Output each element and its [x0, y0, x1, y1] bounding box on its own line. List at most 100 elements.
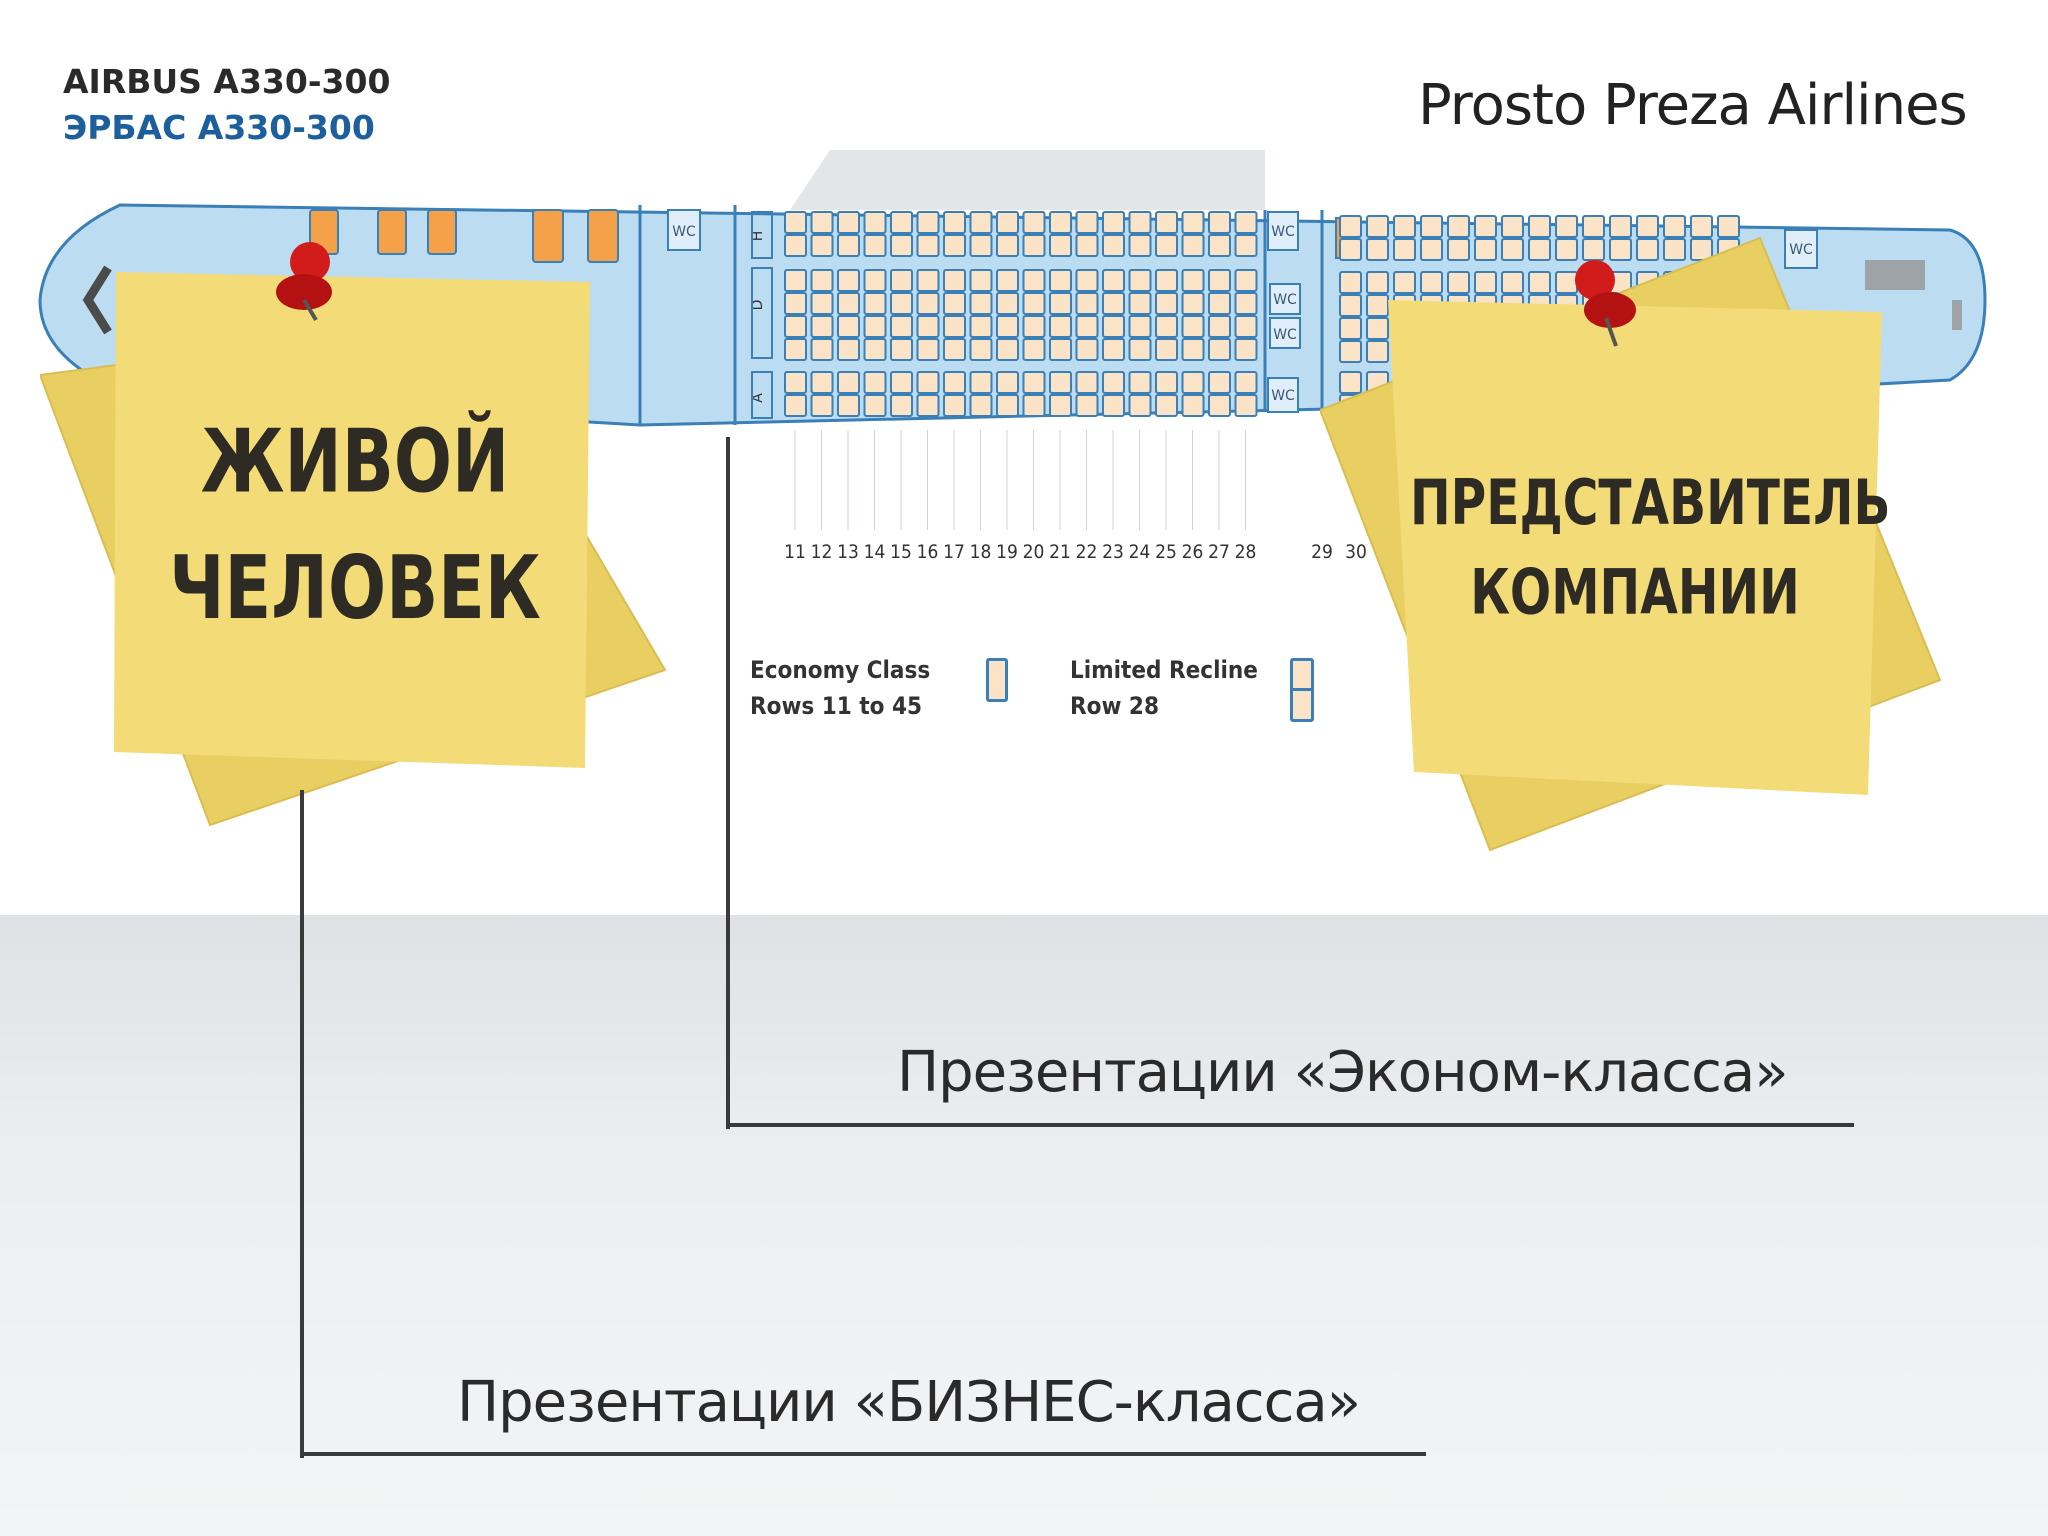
aircraft-model-en: AIRBUS A330-300: [63, 62, 391, 101]
seat: [837, 338, 860, 361]
seat: [1234, 292, 1258, 315]
seat: [1181, 394, 1205, 417]
seat: [1555, 238, 1578, 261]
seat: [1208, 394, 1231, 417]
seat: [996, 211, 1019, 234]
seat: [916, 269, 940, 292]
seat: [784, 394, 807, 417]
seat: [1022, 234, 1046, 257]
seat: [863, 269, 887, 292]
row-number: 25: [1155, 541, 1177, 563]
seat: [1447, 215, 1470, 238]
seat: [890, 338, 913, 361]
seat: [1717, 215, 1740, 238]
seat: [969, 394, 993, 417]
seat: [1339, 294, 1362, 317]
seat: [943, 211, 966, 234]
pin-icon: [1575, 260, 1615, 300]
legend-recline-seat-icon: [1290, 658, 1314, 722]
row-number: 22: [1076, 541, 1098, 563]
note-left-line2: ЧЕЛОВЕК: [169, 536, 541, 639]
seat: [1181, 371, 1205, 394]
seat: [1609, 238, 1632, 261]
seat: [1447, 238, 1470, 261]
seat: [810, 269, 834, 292]
seat: [1022, 338, 1046, 361]
note-right-text: ПРЕДСТАВИТЕЛЬ КОМПАНИИ: [1410, 458, 1891, 637]
seat: [890, 211, 913, 234]
seat: [1339, 340, 1362, 363]
wc-box-front: [667, 209, 701, 251]
seat: [1420, 215, 1443, 238]
seat: [996, 234, 1019, 257]
seat: [1022, 371, 1046, 394]
seat: [1075, 292, 1099, 315]
seat: [784, 371, 807, 394]
seat: [863, 315, 887, 338]
seat: [1155, 269, 1178, 292]
seat: [1636, 238, 1659, 261]
seat: [1181, 234, 1205, 257]
seat: [1155, 211, 1178, 234]
seat: [943, 234, 966, 257]
wc-box-3: [1269, 317, 1301, 349]
seat: [1208, 292, 1231, 315]
seat: [1393, 215, 1416, 238]
seat: [1234, 211, 1258, 234]
wc-label-2: WC: [1273, 292, 1297, 308]
seat: [943, 292, 966, 315]
seat: [1049, 292, 1072, 315]
legend-economy: Economy Class Rows 11 to 45: [750, 652, 930, 724]
seat: [1102, 338, 1125, 361]
row-number: 29: [1311, 541, 1333, 563]
seat: [943, 371, 966, 394]
seat: [1447, 271, 1470, 294]
seat: [1420, 238, 1443, 261]
wc-box-1: [1267, 211, 1299, 251]
seat: [1022, 269, 1046, 292]
airline-title: Prosto Preza Airlines: [1418, 73, 1968, 138]
seat: [784, 211, 807, 234]
seat: [810, 394, 834, 417]
seat: [943, 338, 966, 361]
seat: [810, 211, 834, 234]
seat: [916, 211, 940, 234]
seat: [1102, 371, 1125, 394]
slide-background-bottom: [0, 915, 2048, 1536]
seat: [1155, 338, 1178, 361]
seat: [1474, 238, 1497, 261]
row-number: 27: [1208, 541, 1230, 563]
letters-top: H: [750, 231, 766, 242]
seat: [1663, 238, 1686, 261]
seat: [1102, 292, 1125, 315]
seat: [1128, 292, 1152, 315]
seat: [810, 371, 834, 394]
seat: [1208, 269, 1231, 292]
seat: [890, 234, 913, 257]
seat: [810, 338, 834, 361]
seat: [1128, 394, 1152, 417]
seat: [1528, 238, 1551, 261]
seat: [890, 292, 913, 315]
seat: [1234, 338, 1258, 361]
seat: [1128, 338, 1152, 361]
seat: [1102, 394, 1125, 417]
seat: [890, 315, 913, 338]
seat: [1474, 215, 1497, 238]
seat: [969, 338, 993, 361]
seat: [784, 292, 807, 315]
seat: [1049, 394, 1072, 417]
row-number: 26: [1182, 541, 1204, 563]
seat: [943, 269, 966, 292]
seat: [1155, 371, 1178, 394]
seat: [996, 394, 1019, 417]
seat: [1501, 238, 1524, 261]
wing-shadow: [790, 150, 1265, 210]
seat: [1234, 394, 1258, 417]
wc-box-2: [1269, 283, 1301, 315]
seat: [1234, 315, 1258, 338]
seat: [1181, 269, 1205, 292]
seat: [1022, 394, 1046, 417]
wc-box-4: [1267, 377, 1299, 413]
